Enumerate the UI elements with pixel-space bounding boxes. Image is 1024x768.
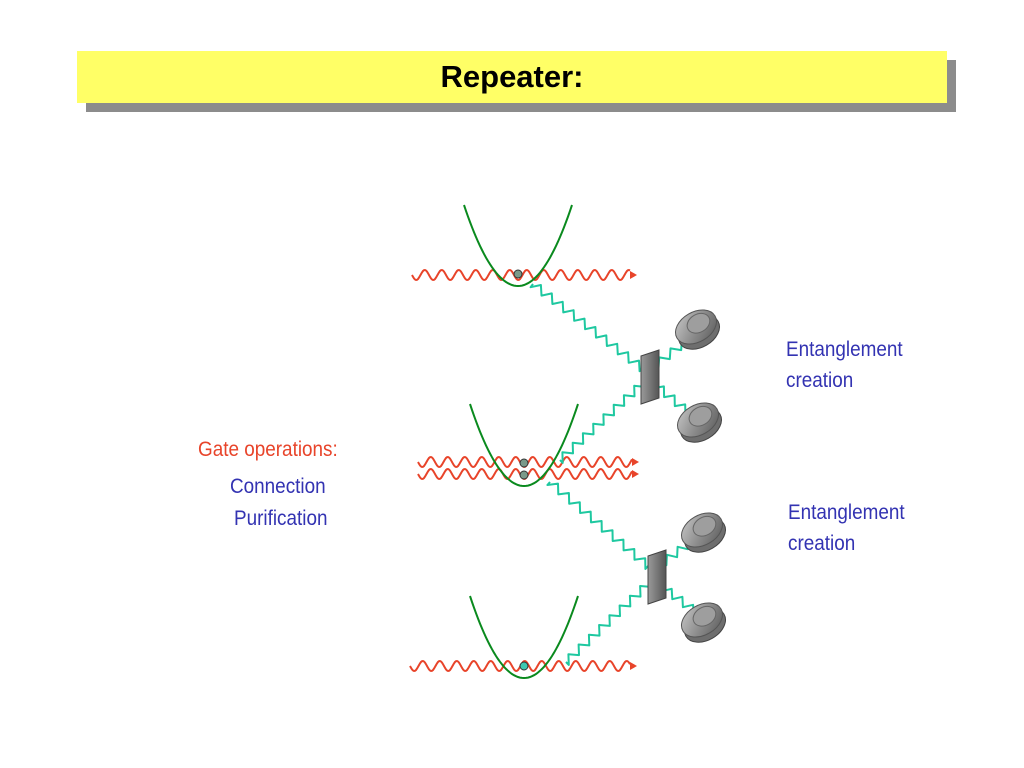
- laser-wave-top-arrow: [630, 271, 637, 279]
- trapped-atom-middle-1: [519, 458, 529, 468]
- trapped-atom-middle-2: [519, 470, 529, 480]
- laser-wave-top: [411, 268, 631, 282]
- potential-well-bottom: [469, 595, 579, 680]
- entanglement-creation-2-line1: Entanglement: [788, 501, 905, 524]
- photodetector-upper-1: [675, 309, 720, 350]
- page-title: Repeater:: [440, 59, 584, 94]
- purification-label: Purification: [234, 507, 328, 530]
- photon-wave-top-to-splitter: [529, 283, 643, 373]
- trapped-atoms: [513, 269, 529, 671]
- entanglement-creation-2-line2: creation: [788, 532, 856, 555]
- beam-splitter-upper: [640, 349, 660, 405]
- laser-wave-bottom-arrow: [630, 662, 637, 670]
- laser-wave-middle-1-arrow: [632, 458, 639, 466]
- trapped-atom-top: [513, 269, 523, 279]
- entanglement-creation-1-line1: Entanglement: [786, 338, 903, 361]
- laser-wave-middle-2-arrow: [632, 470, 639, 478]
- photodetectors: [675, 309, 726, 643]
- entanglement-creation-label-2: Entanglement creation: [788, 497, 905, 559]
- beam-splitters: [640, 349, 667, 605]
- photodetector-lower-2: [681, 602, 726, 643]
- photon-wave-bottom-to-splitter: [565, 583, 652, 666]
- potential-well-top: [463, 204, 573, 288]
- connection-label: Connection: [230, 475, 326, 498]
- trapped-atom-bottom: [519, 661, 529, 671]
- beam-splitter-lower: [647, 549, 667, 605]
- potential-well-middle: [469, 403, 579, 488]
- photon-wave-middle-to-splitter: [559, 383, 646, 464]
- photodetector-lower-1: [681, 512, 726, 553]
- gate-operations-label: Gate operations:: [198, 438, 338, 461]
- laser-waves: [409, 268, 639, 673]
- title-banner: Repeater:: [77, 51, 947, 103]
- potential-wells: [463, 204, 579, 680]
- entanglement-creation-label-1: Entanglement creation: [786, 334, 903, 396]
- entanglement-creation-1-line2: creation: [786, 369, 854, 392]
- photodetector-upper-2: [677, 402, 722, 443]
- photon-waves: [529, 283, 700, 666]
- photon-wave-middle-to-lower-splitter: [546, 481, 649, 570]
